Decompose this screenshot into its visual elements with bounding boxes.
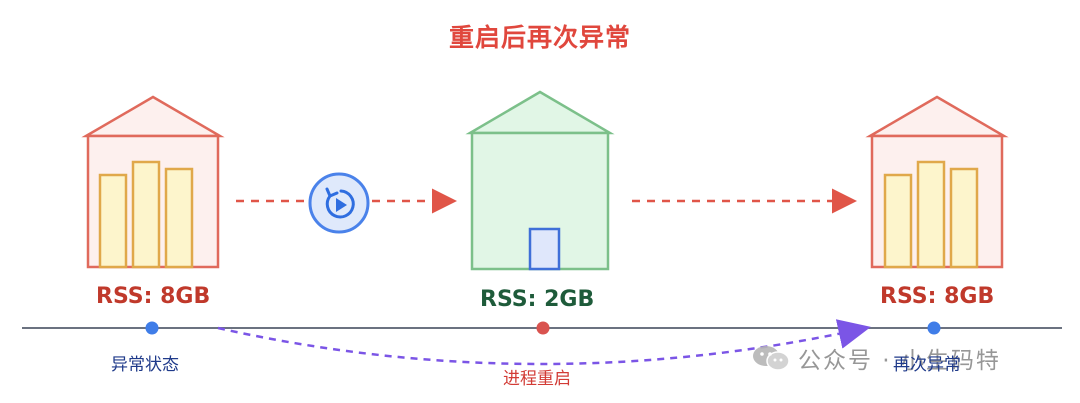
memory-bar xyxy=(131,160,161,269)
timeline-label-restart: 进程重启 xyxy=(503,369,571,389)
timeline-label-abnormal: 异常状态 xyxy=(111,355,179,375)
memory-bar xyxy=(164,167,194,269)
house-roof xyxy=(865,95,1009,138)
house-door xyxy=(528,227,561,271)
house-restarted-middle xyxy=(465,90,615,271)
rss-label-middle: RSS: 2GB xyxy=(480,287,595,312)
house-roof xyxy=(81,95,225,138)
memory-bar xyxy=(916,160,946,269)
rss-label-left: RSS: 8GB xyxy=(96,284,211,309)
watermark: 公众号 · 小生码特 xyxy=(752,342,1001,374)
recurrence-arrow xyxy=(217,319,871,366)
memory-bar xyxy=(949,167,979,269)
memory-bar xyxy=(98,173,128,269)
timeline-dot-restart xyxy=(536,321,550,335)
house-abnormal-left xyxy=(81,95,225,269)
watermark-text: 公众号 · 小生码特 xyxy=(798,348,1001,374)
timeline-dot-abnormal xyxy=(145,321,159,335)
house-roof xyxy=(465,90,615,135)
timeline-label-abnormal-again: 再次异常 xyxy=(893,355,961,375)
house-abnormal-right xyxy=(865,95,1009,269)
rss-label-right: RSS: 8GB xyxy=(880,284,995,309)
wechat-icon xyxy=(753,346,790,371)
diagram-title: 重启后再次异常 xyxy=(448,23,631,52)
memory-bar xyxy=(883,173,913,269)
timeline-dot-abnormal-again xyxy=(927,321,941,335)
restart-icon xyxy=(308,172,370,234)
